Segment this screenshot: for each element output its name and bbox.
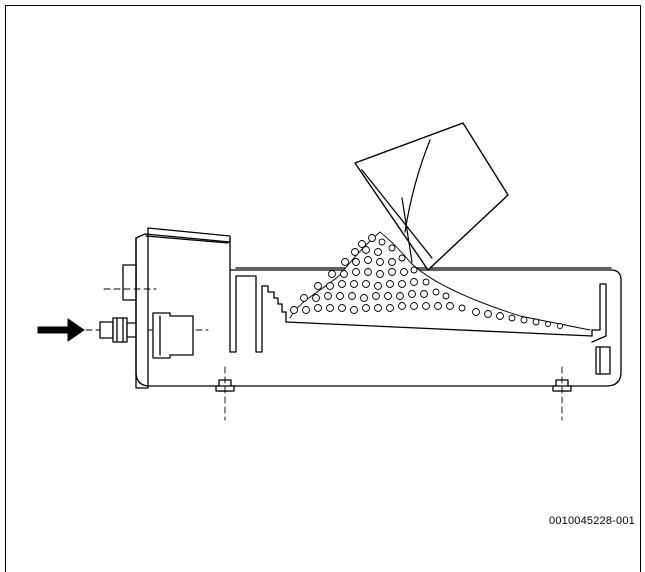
housing-edge <box>145 235 229 244</box>
pipe-connector <box>99 317 138 343</box>
pouring-bucket <box>354 122 509 271</box>
figure-frame <box>5 5 641 572</box>
figure-id-label: 0010045228-001 <box>549 515 635 527</box>
inlet-flange <box>152 312 194 359</box>
side-plate <box>122 264 137 301</box>
basin-floor <box>285 283 607 343</box>
foot-left <box>215 366 235 421</box>
partition-wall <box>229 269 263 353</box>
left-housing <box>135 227 231 389</box>
outlet-fitting <box>595 346 611 375</box>
inlet-arrow <box>37 318 85 342</box>
stepped-baffle <box>261 285 287 323</box>
foot-right <box>552 366 572 421</box>
tank-body <box>135 237 622 387</box>
granulate-pile <box>289 231 591 331</box>
